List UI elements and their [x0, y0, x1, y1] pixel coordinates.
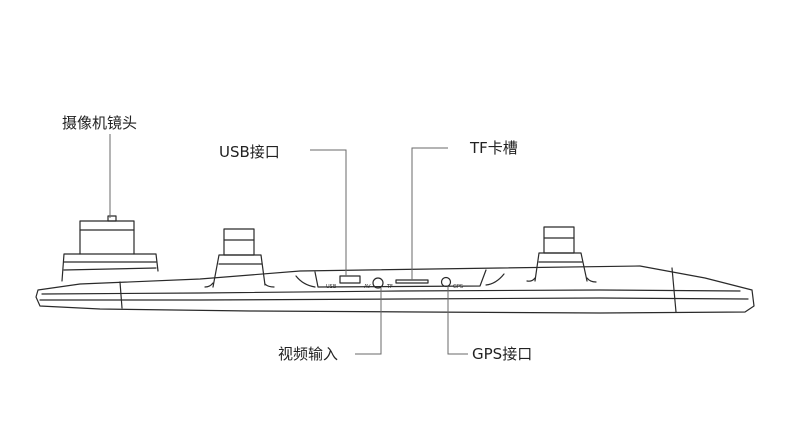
marking-tf: TF [386, 284, 393, 290]
leader-usb-port [310, 149, 347, 276]
usb-port-slot [339, 275, 361, 284]
mirror-body-outline [35, 265, 755, 314]
body-seam-right [671, 267, 677, 313]
camera-lens [79, 220, 135, 255]
mirror-body-lower-edge [39, 297, 749, 301]
marking-usb: USB [326, 284, 337, 290]
mirror-body-inner-edge [41, 289, 741, 295]
bracket-left [212, 254, 266, 288]
ports-panel [314, 269, 487, 288]
label-gps-port: GPS接口 [472, 345, 533, 363]
label-camera-lens: 摄像机镜头 [62, 114, 138, 132]
bracket-right-clip [543, 226, 575, 254]
label-tf-slot: TF卡槽 [470, 139, 518, 157]
bracket-left-clip [223, 228, 255, 256]
av-jack [372, 277, 384, 289]
leader-tf-slot [411, 147, 448, 280]
leader-gps-port [447, 287, 468, 355]
label-video-input: 视频输入 [278, 345, 339, 363]
body-seam-left [119, 281, 123, 309]
marking-av: AV [364, 284, 371, 290]
leader-video-input [355, 288, 382, 355]
marking-gps: GPS [453, 284, 463, 290]
camera-housing [61, 253, 159, 282]
tf-card-slot [395, 279, 429, 284]
label-usb-port: USB接口 [219, 143, 280, 161]
gps-jack [440, 276, 452, 288]
